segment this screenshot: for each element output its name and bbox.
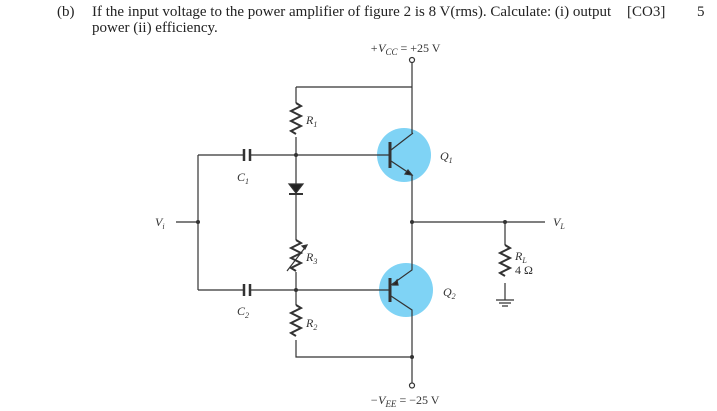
r3-label: R3 [305, 250, 317, 266]
q1-highlight [377, 128, 431, 182]
q2-highlight [379, 263, 433, 317]
question-text: If the input voltage to the power amplif… [92, 4, 612, 36]
rl-value: 4 Ω [515, 263, 533, 277]
rl-label: RL [514, 249, 527, 265]
q1-label: Q1 [440, 149, 453, 165]
question-label: (b) [57, 4, 75, 20]
r1-label: R1 [305, 113, 317, 129]
c2-label: C2 [237, 304, 249, 320]
course-outcome: [CO3] [627, 4, 666, 20]
vee-label: −VEE = −25 V [370, 393, 440, 409]
c1-label: C1 [237, 170, 249, 186]
vl-label: VL [553, 215, 565, 231]
vcc-label: +VCC = +25 V [370, 41, 441, 57]
q2-label: Q2 [443, 285, 456, 301]
marks: 5 [697, 4, 705, 20]
r2-label: R2 [305, 316, 317, 332]
vi-label: Vi [155, 215, 165, 231]
